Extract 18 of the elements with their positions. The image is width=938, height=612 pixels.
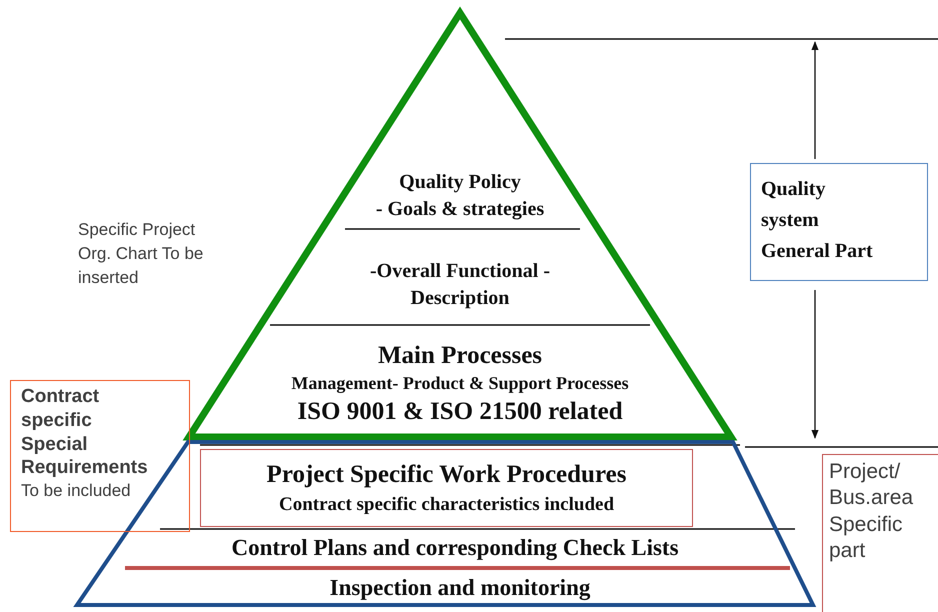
body-text: Management- Product & Support Processes [290,372,630,396]
body-text: Inspection and monitoring [328,574,592,602]
heading-text: Quality Policy [398,170,522,195]
body-text: -Overall Functional -Description [369,259,551,311]
body-text: Project/ Bus.area Specific part [829,459,914,564]
note-box [822,454,938,612]
note-box [10,380,190,532]
heading-text: Project Specific Work Procedures [266,460,628,490]
body-text: - Goals & strategies [374,197,546,222]
note-text: Specific Project Org. Chart To be inserted [78,219,204,289]
body-text: Contract specific characteristics included [278,493,616,518]
note-box [750,163,928,281]
body-text: Control Plans and corresponding Check Lists [230,534,680,562]
body-text: Quality system General Part [761,177,874,264]
heading-text: Main Processes [376,340,544,371]
body-text: To be included [21,480,132,502]
procedure-box [200,449,693,527]
body-text: ISO 9001 & ISO 21500 related [296,396,624,427]
